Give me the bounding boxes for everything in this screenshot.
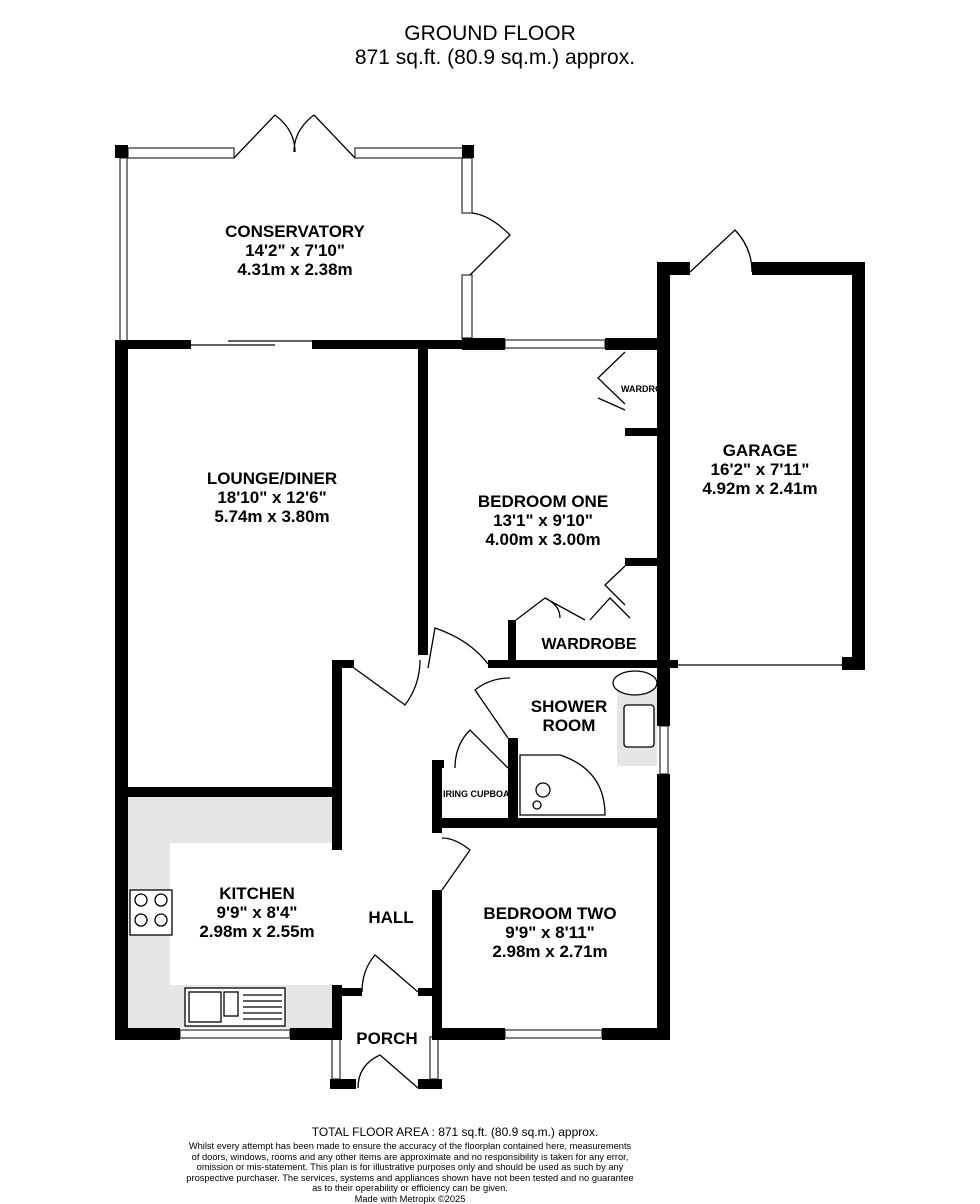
label-airing-cupboard: IRING CUPBOAR (443, 789, 517, 799)
room-shower: SHOWER ROOM (531, 697, 608, 735)
room-dims-metric: 4.31m x 2.38m (237, 260, 353, 279)
room-conservatory: CONSERVATORY 14'2" x 7'10" 4.31m x 2.38m (225, 222, 365, 279)
room-dims-metric: 2.98m x 2.71m (492, 942, 608, 961)
label-wardrobe-small: WARDRO (621, 384, 662, 394)
room-kitchen: KITCHEN 9'9" x 8'4" 2.98m x 2.55m (199, 884, 314, 941)
room-porch: PORCH (356, 1029, 418, 1048)
room-name: LOUNGE/DINER (206, 469, 338, 488)
room-dims-metric: 4.92m x 2.41m (702, 479, 818, 498)
credit: Made with Metropix ©2025 (354, 1194, 466, 1204)
room-dims-imperial: 18'10" x 12'6" (217, 488, 327, 507)
disclaimer: Whilst every attempt has been made to en… (186, 1141, 634, 1193)
room-dims-imperial: 14'2" x 7'10" (245, 241, 345, 260)
room-bedroom-two: BEDROOM TWO 9'9" x 8'11" 2.98m x 2.71m (483, 904, 616, 961)
doors (191, 114, 845, 1089)
room-name: CONSERVATORY (225, 222, 365, 241)
room-hall: HALL (368, 908, 414, 927)
room-name: BEDROOM TWO (483, 904, 617, 923)
room-name: GARAGE (722, 441, 798, 460)
room-bedroom-one: BEDROOM ONE 13'1" x 9'10" 4.00m x 3.00m (478, 492, 608, 549)
shower-tray-icon (519, 754, 606, 816)
room-dims-metric: 4.00m x 3.00m (485, 530, 601, 549)
room-dims-metric: 5.74m x 3.80m (214, 507, 330, 526)
toilet-icon (612, 670, 658, 696)
room-dims-imperial: 9'9" x 8'11" (505, 923, 595, 942)
room-lounge: LOUNGE/DINER 18'10" x 12'6" 5.74m x 3.80… (207, 469, 337, 526)
room-dims-imperial: 16'2" x 7'11" (710, 460, 810, 479)
room-dims-imperial: 13'1" x 9'10" (493, 511, 593, 530)
floor-area: 871 sq.ft. (80.9 sq.m.) approx. (354, 46, 636, 69)
room-dims-imperial: 9'9" x 8'4" (216, 903, 298, 922)
room-name-line2: ROOM (542, 716, 596, 735)
room-name: BEDROOM ONE (477, 492, 609, 511)
room-name: KITCHEN (219, 884, 295, 903)
basin-icon (623, 704, 655, 748)
room-name-line1: SHOWER (530, 697, 608, 716)
floor-title: GROUND FLOOR (404, 22, 576, 45)
kitchen-worktop (128, 688, 657, 1028)
room-wardrobe: WARDROBE (541, 636, 637, 653)
fixtures (129, 670, 658, 1027)
room-dims-metric: 2.98m x 2.55m (199, 922, 315, 941)
walls (115, 145, 865, 1089)
total-floor-area: TOTAL FLOOR AREA : 871 sq.ft. (80.9 sq.m… (311, 1125, 599, 1139)
room-garage: GARAGE 16'2" x 7'11" 4.92m x 2.41m (702, 441, 817, 498)
